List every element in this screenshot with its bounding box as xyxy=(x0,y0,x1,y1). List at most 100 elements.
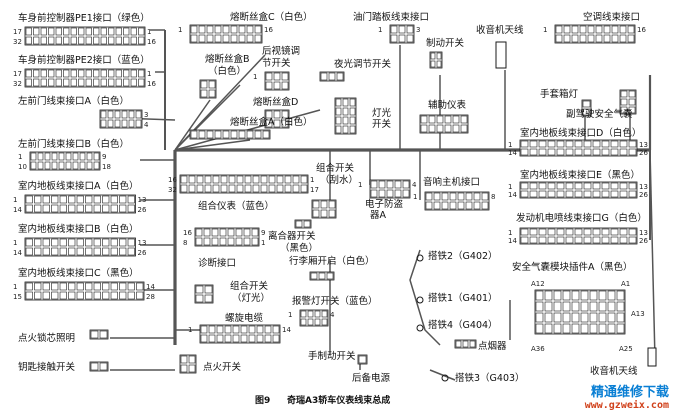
pe1-connector-pin xyxy=(100,36,107,45)
anti-theft-connector-pin xyxy=(402,180,410,189)
fuse-a-connector-pin xyxy=(222,130,230,139)
label-engine-g: 发动机电喷线束接口G（白色） xyxy=(516,213,647,224)
hazard-connector-pin xyxy=(300,310,307,318)
pe2-connector-pin-label: 1 xyxy=(147,70,151,78)
pe2-connector-pin xyxy=(85,69,92,78)
harness-branch xyxy=(649,149,656,361)
fuse-c-connector-pin xyxy=(206,34,214,43)
label-rear-power: 后备电源 xyxy=(352,373,391,384)
label-ign-switch: 点火开关 xyxy=(203,362,242,373)
clock-spring-connector-pin xyxy=(224,334,232,343)
aux-gauge-connector-pin xyxy=(428,124,436,133)
ac-connector-pin xyxy=(619,25,627,34)
ign-light-connector-pin xyxy=(90,330,99,339)
lf-door-b-connector-pin-label: 1 xyxy=(18,153,22,161)
cluster-connector-pin-label: 1 xyxy=(310,176,314,184)
ign-light-connector xyxy=(89,329,109,340)
combo-light-connector-pin xyxy=(195,294,204,303)
floor-a-connector-pin-label: 13 xyxy=(138,196,147,204)
diag-connector-pin xyxy=(227,237,235,246)
floor-b-connector-pin xyxy=(34,247,42,256)
clock-spring-connector xyxy=(199,324,281,344)
ac-connector-pin xyxy=(571,25,579,34)
floor-b-connector-pin xyxy=(119,247,127,256)
airbag-module-connector-pin xyxy=(580,301,589,312)
pe1-connector-pin xyxy=(108,36,115,45)
radio-antenna-connector-2 xyxy=(647,347,657,367)
hazard-connector-pin-label: 1 xyxy=(288,311,292,319)
head-unit-connector-pin xyxy=(425,201,433,210)
floor-d-connector-pin xyxy=(601,140,610,148)
pe2-connector-pin xyxy=(33,69,40,78)
floor-e-connector-pin xyxy=(628,182,637,190)
lf-door-b-connector-pin xyxy=(86,152,93,161)
engine-g-connector-pin xyxy=(538,236,547,244)
light-switch-connector-pin xyxy=(335,98,342,107)
cluster-connector-pin xyxy=(284,184,292,193)
floor-d-connector-pin xyxy=(538,140,547,148)
airbag-module-connector-pin xyxy=(535,323,544,334)
label-light-sw-1: 灯光 xyxy=(372,108,392,119)
head-unit-connector-pin xyxy=(457,201,465,210)
engine-g-connector-pin xyxy=(583,236,592,244)
floor-a-connector-pin xyxy=(59,195,67,204)
engine-g-connector-pin xyxy=(520,236,529,244)
lf-door-b-connector-pin xyxy=(65,161,72,170)
label-pin-a36: A36 xyxy=(531,345,545,353)
pe1-connector-pin xyxy=(130,27,137,36)
floor-c-connector-pin-label: 1 xyxy=(13,283,17,291)
pe2-connector-pin xyxy=(40,78,47,87)
throttle-connector xyxy=(389,24,415,44)
clock-spring-connector-pin xyxy=(272,334,280,343)
anti-theft-connector-pin xyxy=(370,180,378,189)
airbag-module-connector-pin xyxy=(616,312,625,323)
light-switch-connector-pin xyxy=(342,98,349,107)
mirror-switch-connector-pin-label: 1 xyxy=(253,73,257,81)
clock-spring-connector-pin xyxy=(232,334,240,343)
label-cig: 点烟器 xyxy=(478,341,507,352)
head-unit-connector-pin xyxy=(441,201,449,210)
floor-b-connector-pin-label: 13 xyxy=(138,239,147,247)
fuse-d-connector-pin xyxy=(281,110,289,119)
engine-g-connector-pin-label: 14 xyxy=(508,237,517,245)
diag-connector-pin-label: 9 xyxy=(261,229,265,237)
fuse-c-connector-pin xyxy=(198,34,206,43)
floor-b-connector-pin xyxy=(25,247,33,256)
floor-e-connector-pin xyxy=(583,190,592,198)
throttle-connector-pin xyxy=(390,34,398,43)
fuse-d-connector-pin xyxy=(273,110,281,119)
combo-wiper-connector-pin xyxy=(320,200,328,209)
label-diag: 诊断接口 xyxy=(198,258,237,269)
copilot-bag-connector-pin xyxy=(620,106,628,114)
engine-g-connector-pin xyxy=(601,236,610,244)
hazard-connector-pin xyxy=(314,318,321,326)
pe1-connector-pin xyxy=(138,36,145,45)
aux-gauge-connector-pin xyxy=(444,124,452,133)
floor-c-connector-pin xyxy=(85,282,93,291)
lf-door-a-connector-pin xyxy=(121,119,128,128)
pe1-connector-pin xyxy=(123,27,130,36)
label-g401: 搭铁1（G401） xyxy=(428,293,498,304)
engine-g-connector-pin xyxy=(574,236,583,244)
floor-c-connector-pin xyxy=(136,282,144,291)
ac-connector-pin xyxy=(579,34,587,43)
floor-d-connector-pin xyxy=(520,148,529,156)
cluster-connector-pin xyxy=(244,184,252,193)
floor-a-connector-pin xyxy=(110,195,118,204)
ac-connector-pin xyxy=(571,34,579,43)
lf-door-b-connector-pin-label: 10 xyxy=(18,163,27,171)
pe2-connector-pin xyxy=(63,78,70,87)
pe2-connector-pin xyxy=(55,69,62,78)
airbag-module-connector-pin xyxy=(607,312,616,323)
floor-e-connector-pin xyxy=(583,182,592,190)
diag-connector-pin xyxy=(243,237,251,246)
combo-wiper-connector-pin xyxy=(320,209,328,218)
light-switch-connector-pin xyxy=(349,116,356,125)
floor-e-connector-pin xyxy=(520,182,529,190)
copilot-bag-connector-pin xyxy=(628,90,636,98)
label-floor-e: 室内地板线束接口E（黑色） xyxy=(520,170,641,181)
cluster-connector-pin xyxy=(188,175,196,184)
ac-connector-pin xyxy=(587,25,595,34)
ac-connector-pin-label: 1 xyxy=(543,26,547,34)
pe1-connector-pin xyxy=(25,27,32,36)
